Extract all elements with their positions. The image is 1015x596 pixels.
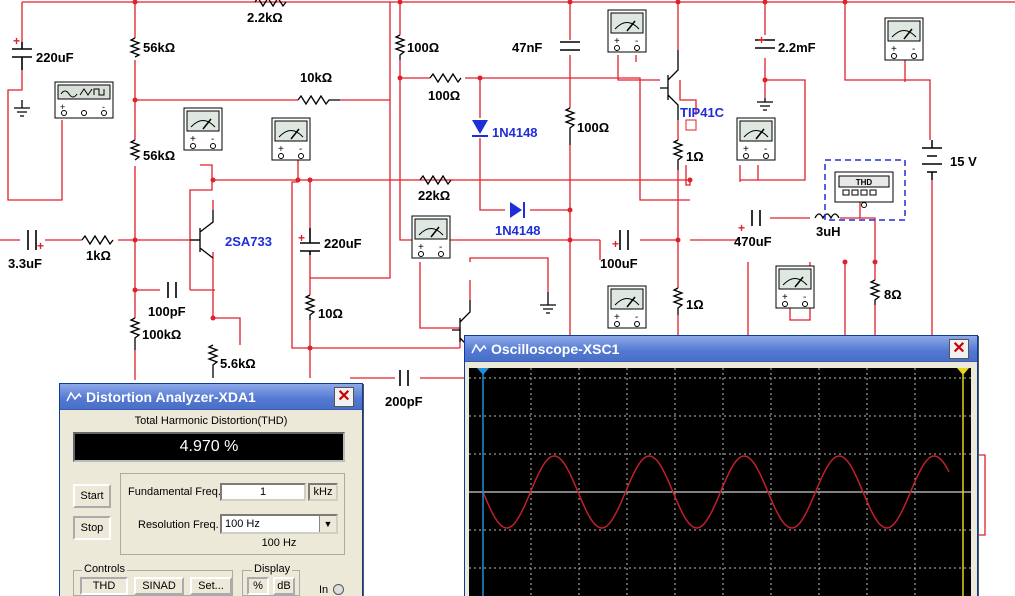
label-c-100uf: 100uF: [600, 256, 638, 271]
scope-app-icon: [471, 343, 487, 353]
multimeter-icon[interactable]: [411, 215, 451, 259]
resolution-readout: 100 Hz: [261, 537, 297, 549]
label-l-3uh: 3uH: [816, 224, 841, 239]
distortion-titlebar[interactable]: Distortion Analyzer-XDA1: [60, 384, 362, 410]
oscilloscope-titlebar[interactable]: Oscilloscope-XSC1: [465, 336, 977, 362]
analyzer-app-icon: [66, 391, 82, 401]
distortion-title: Distortion Analyzer-XDA1: [86, 388, 256, 405]
svg-text:+: +: [738, 221, 745, 235]
label-r-5k6: 5.6kΩ: [220, 356, 256, 371]
label-r-2k2: 2.2kΩ: [247, 10, 283, 25]
cursor-left-handle-icon[interactable]: [477, 368, 489, 375]
label-c-200pf: 200pF: [385, 394, 423, 409]
chevron-down-icon[interactable]: ▼: [319, 516, 336, 532]
waveform-trace: [482, 455, 950, 529]
multimeter-icon[interactable]: [775, 265, 815, 309]
selection-box: [824, 159, 906, 221]
multimeter-icon[interactable]: [183, 107, 223, 151]
junctions: [132, 0, 878, 351]
battery: [922, 140, 942, 180]
multimeter-icon[interactable]: [607, 285, 647, 329]
svg-text:+: +: [37, 239, 44, 253]
fundamental-freq-input[interactable]: 1: [220, 483, 306, 501]
oscilloscope-window[interactable]: Oscilloscope-XSC1 ✕: [464, 335, 978, 596]
multimeter-icon[interactable]: [736, 117, 776, 161]
resistors: [81, 0, 881, 378]
thd-heading: Total Harmonic Distortion(THD): [134, 415, 288, 427]
close-icon[interactable]: ✕: [334, 387, 354, 407]
transistors: [190, 50, 679, 349]
diodes: [472, 120, 525, 218]
label-d2: 1N4148: [495, 223, 541, 238]
svg-text:+: +: [298, 231, 305, 245]
settings-group: [120, 473, 345, 555]
label-r-8: 8Ω: [884, 287, 902, 302]
cursor-right-handle-icon[interactable]: [957, 368, 969, 375]
input-terminal-icon[interactable]: [333, 584, 344, 595]
label-r-100-a: 100Ω: [407, 40, 439, 55]
label-r-10: 10Ω: [318, 306, 343, 321]
percent-display-button[interactable]: %: [247, 577, 269, 595]
distortion-analyzer-window[interactable]: Distortion Analyzer-XDA1 ✕ Total Harmoni…: [59, 383, 363, 596]
svg-text:+: +: [60, 102, 65, 112]
label-c-470uf: 470uF: [734, 234, 772, 249]
display-label: Display: [252, 563, 293, 575]
thd-instrument-icon[interactable]: THD: [834, 171, 894, 208]
resolution-select-value: 100 Hz: [225, 518, 260, 530]
fundamental-unit-select[interactable]: kHz: [308, 483, 338, 501]
sinad-mode-button[interactable]: SINAD: [134, 577, 184, 595]
fundamental-label: Fundamental Freq.: [128, 486, 221, 498]
label-r-22k: 22kΩ: [418, 188, 450, 203]
oscilloscope-screen[interactable]: [469, 368, 971, 596]
multimeter-icon[interactable]: [607, 9, 647, 53]
capacitors: [12, 39, 775, 386]
oscilloscope-title: Oscilloscope-XSC1: [491, 340, 620, 357]
label-r-10k: 10kΩ: [300, 70, 332, 85]
label-battery: 15 V: [950, 154, 977, 169]
label-c-220uf-mid: 220uF: [324, 236, 362, 251]
label-q-tip41c: TIP41C: [680, 105, 725, 120]
multimeter-icon[interactable]: [271, 117, 311, 161]
db-display-button[interactable]: dB: [273, 577, 295, 595]
thd-mode-button[interactable]: THD: [80, 577, 128, 595]
stop-button[interactable]: Stop: [73, 516, 111, 540]
label-c-220uf-top: 220uF: [36, 50, 74, 65]
label-d1: 1N4148: [492, 125, 538, 140]
label-q-2sa733: 2SA733: [225, 234, 272, 249]
input-label: In: [319, 584, 329, 596]
multimeter-icon[interactable]: [884, 17, 924, 61]
function-generator[interactable]: + -: [54, 81, 114, 119]
label-c-47nf: 47nF: [512, 40, 542, 55]
label-r-56k-b: 56kΩ: [143, 148, 175, 163]
controls-label: Controls: [82, 563, 127, 575]
inductor: [814, 213, 840, 220]
thd-reading-display: 4.970 %: [73, 432, 345, 462]
label-c-100pf: 100pF: [148, 304, 186, 319]
label-r-100-b: 100Ω: [428, 88, 460, 103]
ground-symbols: [14, 98, 773, 314]
label-r-100k: 100kΩ: [142, 327, 181, 342]
start-button[interactable]: Start: [73, 484, 111, 508]
label-r-1-b: 1Ω: [686, 297, 704, 312]
label-r-56k-a: 56kΩ: [143, 40, 175, 55]
label-c-3u3: 3.3uF: [8, 256, 42, 271]
svg-text:THD: THD: [856, 178, 873, 187]
svg-text:+: +: [758, 33, 765, 47]
label-r-1k: 1kΩ: [86, 248, 111, 263]
resolution-freq-select[interactable]: 100 Hz ▼: [220, 514, 338, 534]
close-icon[interactable]: ✕: [949, 339, 969, 359]
resolution-label: Resolution Freq.: [138, 519, 219, 531]
svg-text:-: -: [102, 102, 105, 112]
svg-text:+: +: [13, 34, 20, 48]
label-r-1-a: 1Ω: [686, 149, 704, 164]
set-button[interactable]: Set...: [190, 577, 232, 595]
label-c-2m2: 2.2mF: [778, 40, 816, 55]
label-r-100-c: 100Ω: [577, 120, 609, 135]
svg-text:+: +: [612, 237, 619, 251]
